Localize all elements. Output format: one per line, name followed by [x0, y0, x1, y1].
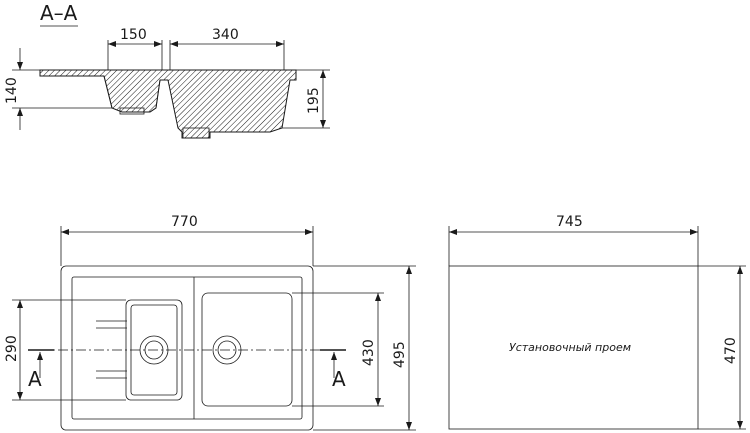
- cutout-outline: [448, 265, 699, 430]
- dim-section-small-bowl-width: 150: [120, 27, 147, 43]
- large-bowl: [201, 292, 293, 407]
- dim-section-small-depth: 140: [4, 77, 20, 104]
- cut-label-left: А: [28, 367, 42, 391]
- dim-cutout-width: 745: [556, 214, 583, 230]
- section-profile: [39, 69, 297, 139]
- dim-section-large-depth: 195: [306, 87, 322, 114]
- dim-bowl-span: 290: [4, 335, 20, 362]
- cutout-view: Установочный проем 745 470: [448, 214, 746, 430]
- dim-sink-height: 495: [392, 341, 408, 368]
- dim-inner-height: 430: [361, 339, 377, 366]
- dim-sink-width: 770: [171, 214, 198, 230]
- section-title: А–А: [40, 1, 78, 25]
- plan-view: А А 770 290 430 495: [4, 214, 416, 431]
- dim-section-large-bowl-width: 340: [212, 27, 239, 43]
- dim-cutout-height: 470: [723, 337, 739, 364]
- section-view: А–А 150 340 140 195: [4, 1, 330, 139]
- cut-label-right: А: [332, 367, 346, 391]
- cutout-label: Установочный проем: [509, 341, 631, 354]
- sink-outline: [60, 265, 314, 431]
